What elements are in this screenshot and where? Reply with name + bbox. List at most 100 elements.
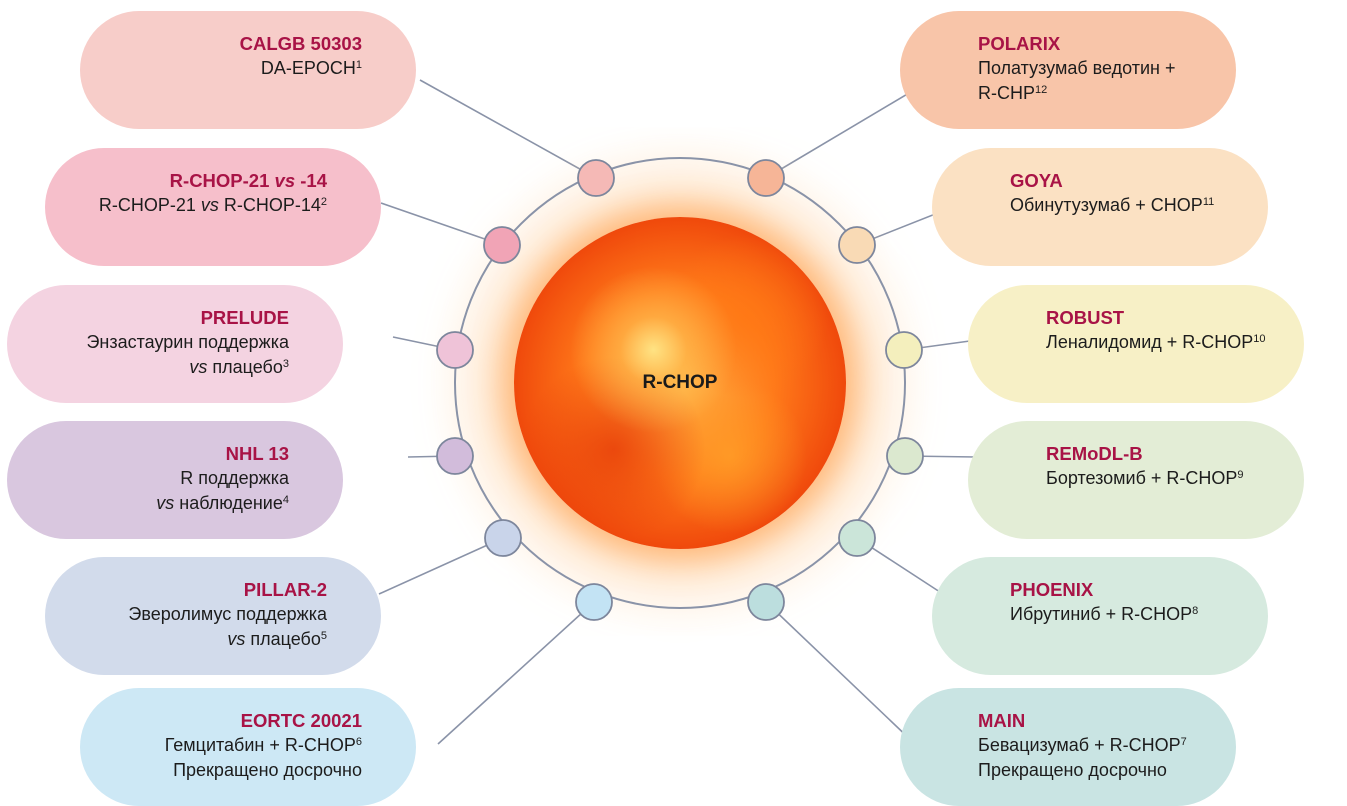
regimen-text: Бевацизумаб + R-CHOP	[978, 735, 1181, 755]
versus-text: vs	[201, 195, 219, 215]
regimen-text: Ибрутиниб + R-CHOP	[1010, 604, 1192, 624]
regimen-text: R-CHP	[978, 83, 1035, 103]
trial-node-left-6	[576, 584, 612, 620]
trial-title: EORTC 20021	[110, 708, 362, 733]
versus-text: vs	[227, 629, 245, 649]
trial-node-right-6	[748, 584, 784, 620]
trial-title-text: NHL 13	[226, 443, 289, 464]
regimen-line: R-CHP12	[978, 81, 1212, 106]
regimen-text: R-CHOP-14	[219, 195, 321, 215]
regimen-line: vs плацебо3	[37, 355, 289, 380]
trial-pill-right-1: POLARIX Полатузумаб ведотин + R-CHP12	[900, 11, 1236, 129]
regimen-text: Гемцитабин + R-CHOP	[165, 735, 356, 755]
trial-node-right-2	[839, 227, 875, 263]
regimen-text: Эверолимус поддержка	[128, 604, 327, 624]
regimen-line: Леналидомид + R-CHOP10	[1046, 330, 1280, 355]
trial-pill-left-4: NHL 13 R поддержка vs наблюдение4	[7, 421, 343, 539]
regimen-text: плацебо	[245, 629, 321, 649]
trial-title-text: EORTC 20021	[241, 710, 362, 731]
regimen-text: Полатузумаб ведотин +	[978, 58, 1176, 78]
regimen-text: Леналидомид + R-CHOP	[1046, 332, 1253, 352]
regimen-line: R-CHOP-21 vs R-CHOP-142	[75, 193, 327, 218]
reference-number: 2	[321, 196, 327, 208]
regimen-line: Прекращено досрочно	[978, 758, 1212, 783]
regimen-line: Ибрутиниб + R-CHOP8	[1010, 602, 1244, 627]
regimen-line: vs наблюдение4	[37, 491, 289, 516]
regimen-text: наблюдение	[174, 493, 283, 513]
trial-title: NHL 13	[37, 441, 289, 466]
reference-number: 1	[356, 59, 362, 71]
reference-number: 6	[356, 736, 362, 748]
trial-title-text: REMoDL-B	[1046, 443, 1143, 464]
trial-node-left-4	[437, 438, 473, 474]
regimen-line: R поддержка	[37, 466, 289, 491]
trial-title: GOYA	[1010, 168, 1244, 193]
regimen-text: Прекращено досрочно	[978, 760, 1167, 780]
regimen-text: R-CHOP-21	[99, 195, 201, 215]
regimen-line: Гемцитабин + R-CHOP6	[110, 733, 362, 758]
regimen-line: Эверолимус поддержка	[75, 602, 327, 627]
trial-title: PRELUDE	[37, 305, 289, 330]
regimen-line: DA-EPOCH1	[110, 56, 362, 81]
regimen-line: Обинутузумаб + CHOP11	[1010, 193, 1244, 218]
orbit-ring	[455, 158, 905, 608]
trial-title-italic: vs	[275, 170, 296, 191]
reference-number: 12	[1035, 84, 1047, 96]
trial-title: ROBUST	[1046, 305, 1280, 330]
trial-title-text: PHOENIX	[1010, 579, 1093, 600]
trial-title-text: PRELUDE	[201, 307, 289, 328]
trial-node-left-1	[578, 160, 614, 196]
regimen-text: Прекращено досрочно	[173, 760, 362, 780]
trial-title-text: PILLAR-2	[244, 579, 327, 600]
regimen-text: Бортезомиб + R-CHOP	[1046, 468, 1237, 488]
trial-title: PHOENIX	[1010, 577, 1244, 602]
trial-node-right-1	[748, 160, 784, 196]
trial-node-right-3	[886, 332, 922, 368]
reference-number: 4	[283, 494, 289, 506]
regimen-line: Полатузумаб ведотин +	[978, 56, 1212, 81]
trial-title-text: GOYA	[1010, 170, 1063, 191]
regimen-text: плацебо	[207, 357, 283, 377]
regimen-line: Бевацизумаб + R-CHOP7	[978, 733, 1212, 758]
regimen-text: Обинутузумаб + CHOP	[1010, 195, 1203, 215]
trial-title-rest: -14	[295, 170, 327, 191]
reference-number: 5	[321, 630, 327, 642]
trial-title-text: CALGB 50303	[240, 33, 362, 54]
trial-title-text: R-CHOP-21	[170, 170, 275, 191]
regimen-line: Бортезомиб + R-CHOP9	[1046, 466, 1280, 491]
regimen-text: R поддержка	[180, 468, 289, 488]
trial-node-right-4	[887, 438, 923, 474]
trial-node-left-3	[437, 332, 473, 368]
versus-text: vs	[156, 493, 174, 513]
trial-title: R-CHOP-21 vs -14	[75, 168, 327, 193]
regimen-line: Прекращено досрочно	[110, 758, 362, 783]
regimen-line: Энзастаурин поддержка	[37, 330, 289, 355]
versus-text: vs	[189, 357, 207, 377]
trial-node-left-2	[484, 227, 520, 263]
reference-number: 8	[1192, 605, 1198, 617]
regimen-line: vs плацебо5	[75, 627, 327, 652]
reference-number: 11	[1203, 196, 1214, 208]
trial-title: CALGB 50303	[110, 31, 362, 56]
regimen-text: Энзастаурин поддержка	[86, 332, 289, 352]
reference-number: 10	[1253, 333, 1265, 345]
trial-title-text: MAIN	[978, 710, 1025, 731]
trial-node-right-5	[839, 520, 875, 556]
reference-number: 7	[1181, 736, 1187, 748]
reference-number: 9	[1237, 469, 1243, 481]
trial-title-text: ROBUST	[1046, 307, 1124, 328]
trial-title-text: POLARIX	[978, 33, 1060, 54]
regimen-text: DA-EPOCH	[261, 58, 356, 78]
trial-title: REMoDL-B	[1046, 441, 1280, 466]
trial-title: PILLAR-2	[75, 577, 327, 602]
